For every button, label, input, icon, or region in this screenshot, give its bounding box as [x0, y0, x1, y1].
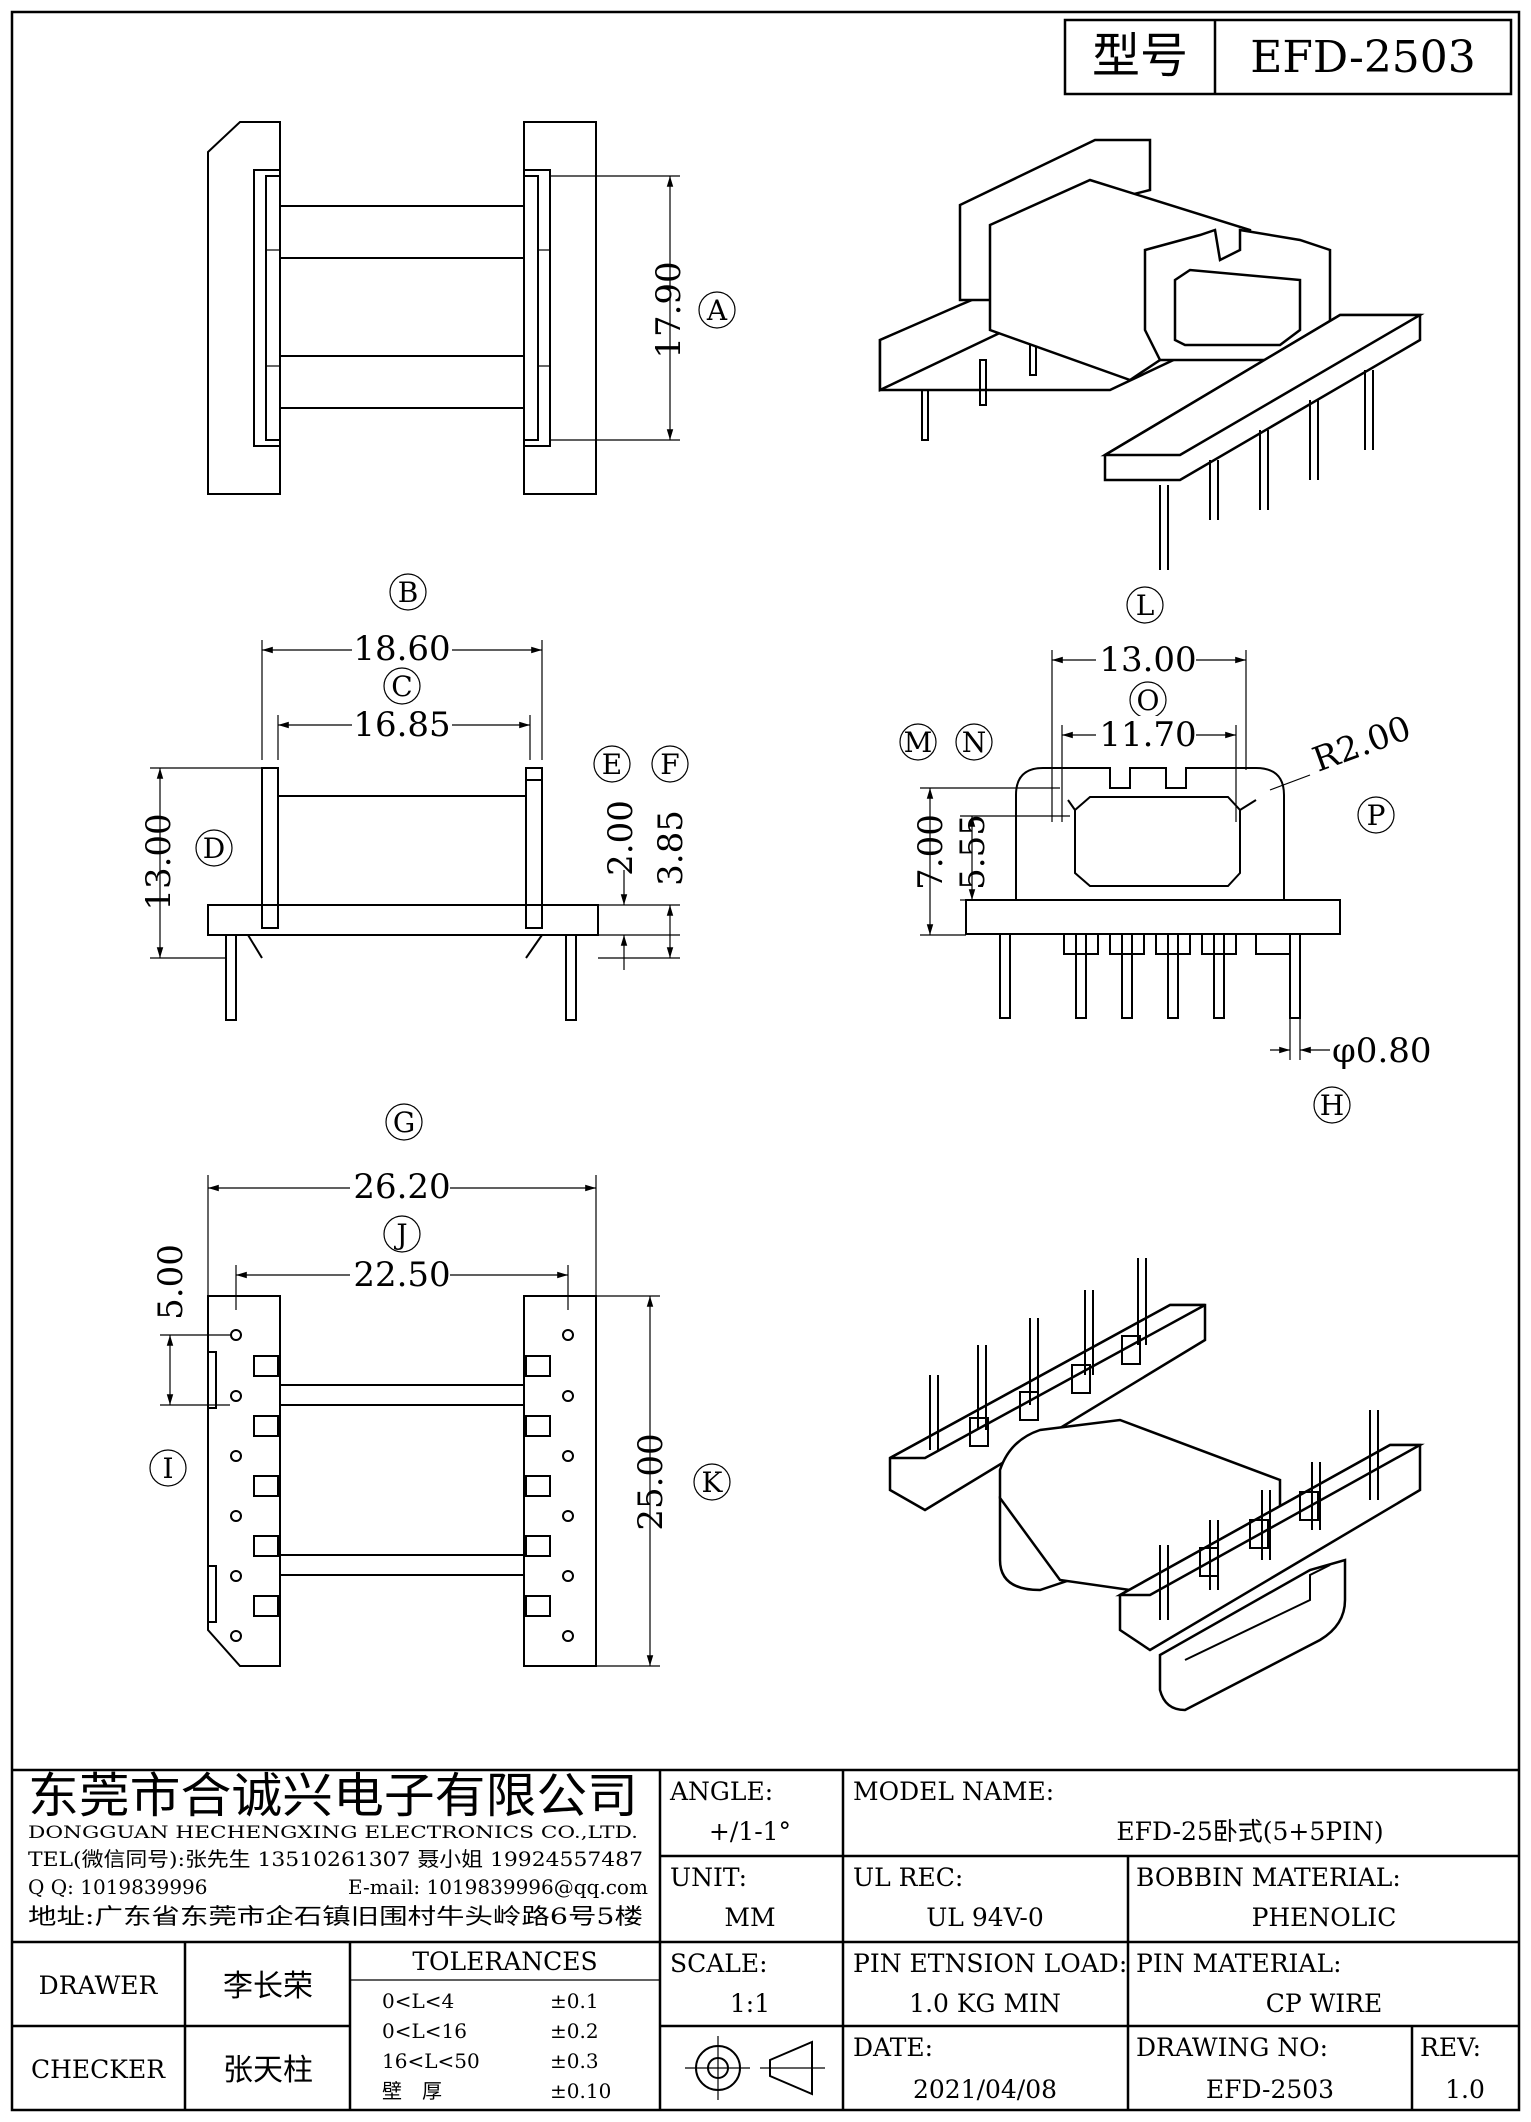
model-name-label: MODEL NAME: — [853, 1777, 1054, 1806]
title-block: 东莞市合诚兴电子有限公司 DONGGUAN HECHENGXING ELECTR… — [12, 1768, 1519, 2110]
dim-2-00: 2.00 — [601, 800, 641, 876]
pin-load-value: 1.0 KG MIN — [909, 1989, 1061, 2018]
bobbin-value: PHENOLIC — [1252, 1903, 1397, 1932]
front-view: L 13.00 O 11.70 R2.00 P — [899, 586, 1432, 1124]
company-tel: TEL(微信同号):张先生 13510261307 聂小姐 1992455748… — [28, 1847, 643, 1871]
unit-label: UNIT: — [670, 1863, 747, 1892]
dim-25-00: 25.00 — [631, 1433, 671, 1530]
top-view: 17.90 A — [207, 121, 736, 495]
ul-value: UL 94V-0 — [926, 1903, 1044, 1932]
isometric-top-view — [878, 138, 1425, 570]
type-label: 型号 — [1092, 28, 1188, 84]
callout-n: N — [962, 726, 987, 759]
callout-g: G — [393, 1106, 415, 1139]
isometric-bottom-view — [888, 1258, 1425, 1712]
drawing-no-value: EFD-2503 — [1206, 2075, 1334, 2104]
dim-18-60: 18.60 — [353, 629, 450, 669]
callout-j: J — [393, 1218, 407, 1251]
dim-7-00: 7.00 — [911, 814, 951, 890]
tol-range-2: 0<L<16 — [382, 2019, 467, 2043]
callout-c: C — [391, 670, 412, 703]
scale-label: SCALE: — [670, 1949, 768, 1978]
tol-value-3: ±0.3 — [550, 2049, 599, 2073]
tol-value-4: ±0.10 — [550, 2079, 611, 2103]
callout-l: L — [1136, 589, 1155, 622]
callout-p: P — [1367, 799, 1386, 832]
callout-b: B — [398, 576, 419, 609]
ul-label: UL REC: — [853, 1863, 963, 1892]
projection-symbol — [685, 2036, 825, 2100]
dim-11-70: 11.70 — [1099, 715, 1196, 755]
side-view: B 18.60 C 16.85 13.00 D E F — [139, 573, 691, 1021]
dim-5-55: 5.55 — [953, 814, 993, 890]
date-value: 2021/04/08 — [913, 2075, 1057, 2104]
rev-value: 1.0 — [1445, 2075, 1485, 2104]
iso-pins — [929, 1258, 1379, 1620]
dim-22-50-label: 22.50 — [353, 1255, 450, 1295]
pin-load-label: PIN ETNSION LOAD: — [853, 1949, 1127, 1978]
callout-e: E — [602, 748, 622, 781]
callout-d: D — [203, 832, 225, 865]
tol-range-1: 0<L<4 — [382, 1989, 454, 2013]
scale-value: 1:1 — [730, 1989, 770, 2018]
angle-value: +/1-1° — [709, 1817, 791, 1846]
callout-a: A — [706, 294, 728, 327]
model-name-value: EFD-25卧式(5+5PIN) — [1116, 1817, 1383, 1846]
tolerances-label: TOLERANCES — [412, 1947, 597, 1976]
pin-material-value: CP WIRE — [1266, 1989, 1383, 2018]
angle-label: ANGLE: — [669, 1777, 773, 1806]
drawer-label: DRAWER — [39, 1971, 159, 2000]
callout-f: F — [660, 748, 679, 781]
dim-13-00-side: 13.00 — [139, 813, 179, 910]
checker-value: 张天柱 — [223, 2053, 313, 2088]
dim-5-00: 5.00 — [151, 1244, 191, 1320]
checker-label: CHECKER — [31, 2055, 166, 2084]
callout-k: K — [702, 1466, 724, 1499]
date-label: DATE: — [853, 2033, 933, 2062]
dim-pin-0-80: φ0.80 — [1332, 1031, 1432, 1071]
callout-i: I — [162, 1452, 173, 1485]
tol-range-4: 壁 厚 — [382, 2079, 442, 2103]
pin-material-label: PIN MATERIAL: — [1136, 1949, 1342, 1978]
unit-value: MM — [724, 1903, 775, 1932]
tol-range-3: 16<L<50 — [382, 2049, 480, 2073]
tol-value-1: ±0.1 — [550, 1989, 599, 2013]
dim-16-85: 16.85 — [353, 705, 450, 745]
company-name-cn: 东莞市合诚兴电子有限公司 — [28, 1768, 638, 1824]
model-number: EFD-2503 — [1250, 32, 1476, 83]
bottom-view: G 26.20 J 25.00 22.50 — [149, 1103, 731, 1667]
tol-value-2: ±0.2 — [550, 2019, 599, 2043]
company-qq: Q Q: 1019839996 — [28, 1875, 208, 1899]
company-address: 地址:广东省东莞市企石镇旧围村牛头岭路6号5楼 — [28, 1905, 643, 1930]
dim-3-85: 3.85 — [651, 810, 691, 886]
model-header-box: 型号 EFD-2503 — [1063, 18, 1513, 96]
callout-o: O — [1137, 684, 1160, 717]
bottom-pin-pads — [230, 1329, 574, 1642]
bobbin-label: BOBBIN MATERIAL: — [1136, 1863, 1401, 1892]
company-name-en: DONGGUAN HECHENGXING ELECTRONICS CO.,LTD… — [28, 1823, 638, 1843]
company-email: E-mail: 1019839996@qq.com — [348, 1875, 648, 1899]
dim-13-00-front: 13.00 — [1099, 640, 1196, 680]
drawing-frame — [10, 10, 1521, 2112]
dim-26-20: 26.20 — [353, 1167, 450, 1207]
drawing-no-label: DRAWING NO: — [1136, 2033, 1328, 2062]
callout-h: H — [1320, 1089, 1344, 1122]
front-pins — [999, 933, 1301, 1019]
rev-label: REV: — [1420, 2033, 1481, 2062]
drawer-value: 李长荣 — [223, 1969, 313, 2004]
callout-m: M — [904, 726, 933, 759]
dim-17-90: 17.90 — [649, 261, 689, 358]
dim-r2-00: R2.00 — [1307, 708, 1416, 780]
